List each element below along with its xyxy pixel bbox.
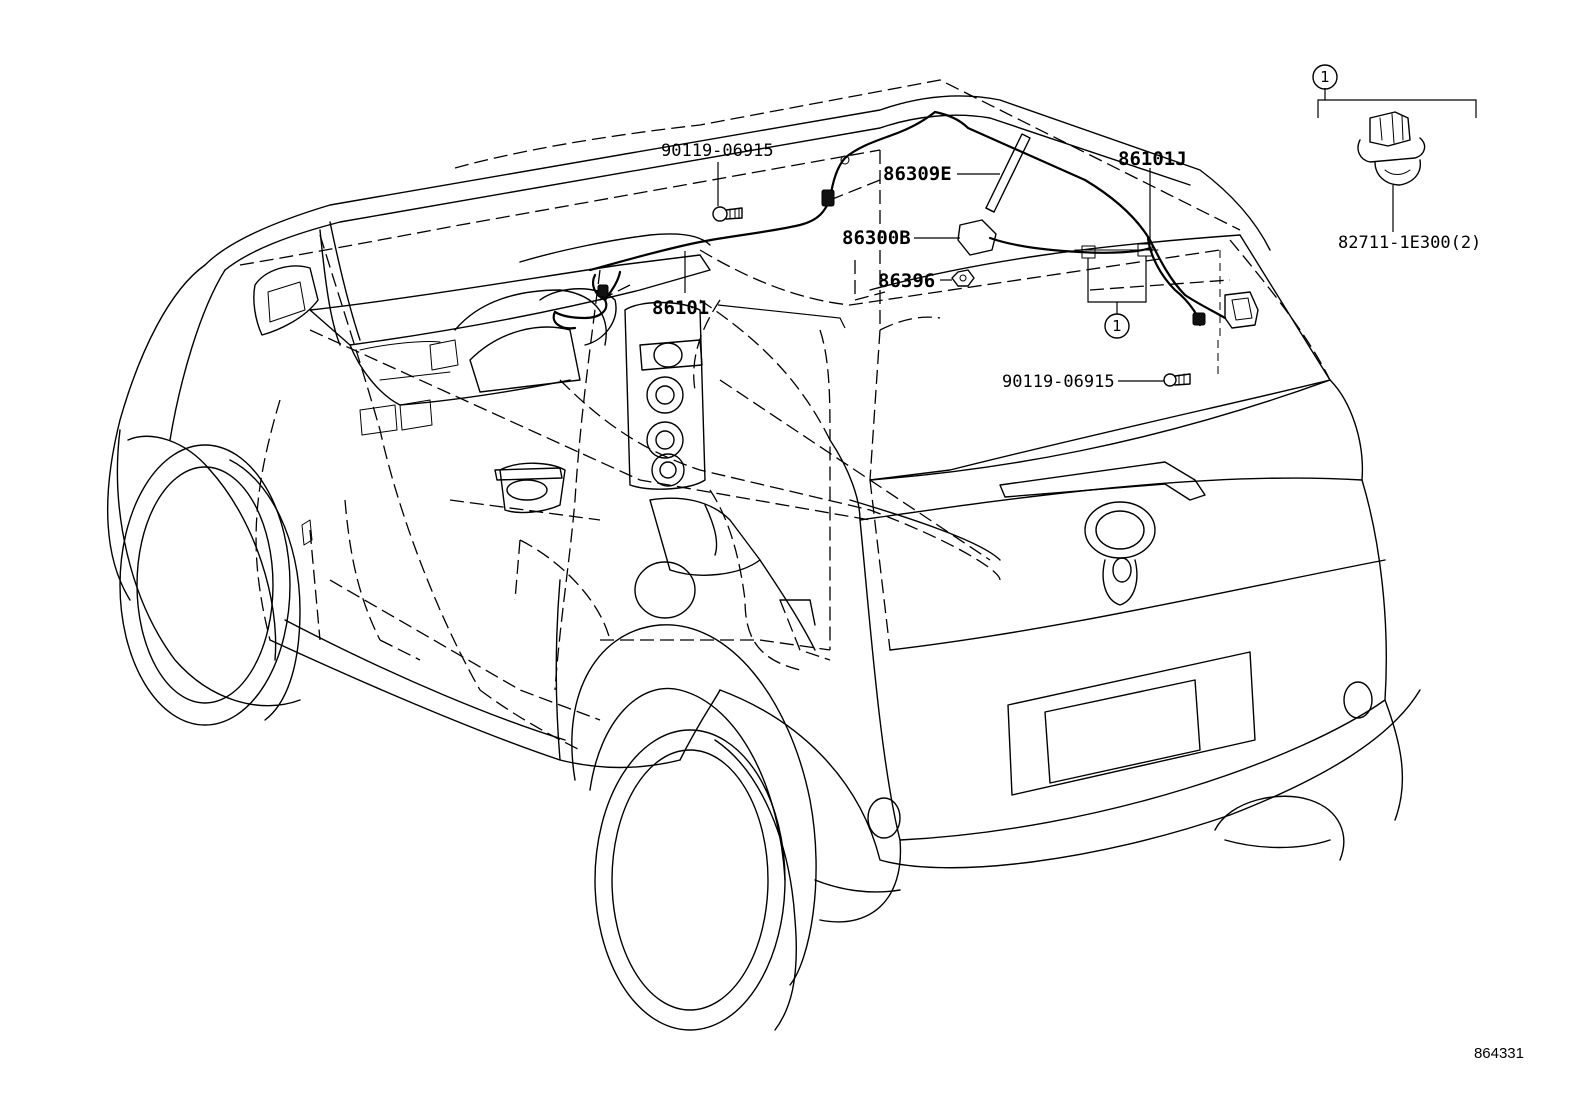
label-clamp: 82711-1E300(2) [1338,233,1481,253]
car-body [106,95,1421,1031]
callout-labels: 90119-06915 86309E 86300B 86396 86101 86… [652,64,1524,1062]
label-group-ref-kit: 1 [1320,68,1330,86]
antenna-pole [985,133,1031,213]
bolt-rear [1163,373,1191,387]
hidden-lines [239,79,1331,751]
diagram-code: 864331 [1474,1045,1524,1062]
label-antenna-base: 86300B [842,227,911,249]
antenna-cord-front [552,110,937,330]
label-cord-rear: 86101J [1118,148,1187,170]
nut-part [951,269,975,287]
label-nut: 86396 [878,270,935,292]
leader-lines [684,88,1477,382]
label-group-ref-car: 1 [1112,317,1122,335]
antenna-base-cable [957,219,1159,259]
label-bolt-front: 90119-06915 [661,141,774,161]
antenna-cord-rear [933,110,1259,329]
clamp-detail [1357,111,1426,186]
group-marker-kit [1312,64,1338,90]
label-antenna-pole: 86309E [883,163,952,185]
group-marker-car [1104,313,1130,339]
label-bolt-rear: 90119-06915 [1002,372,1115,392]
label-cord-front: 86101 [652,297,709,319]
bolt-front [712,206,743,222]
